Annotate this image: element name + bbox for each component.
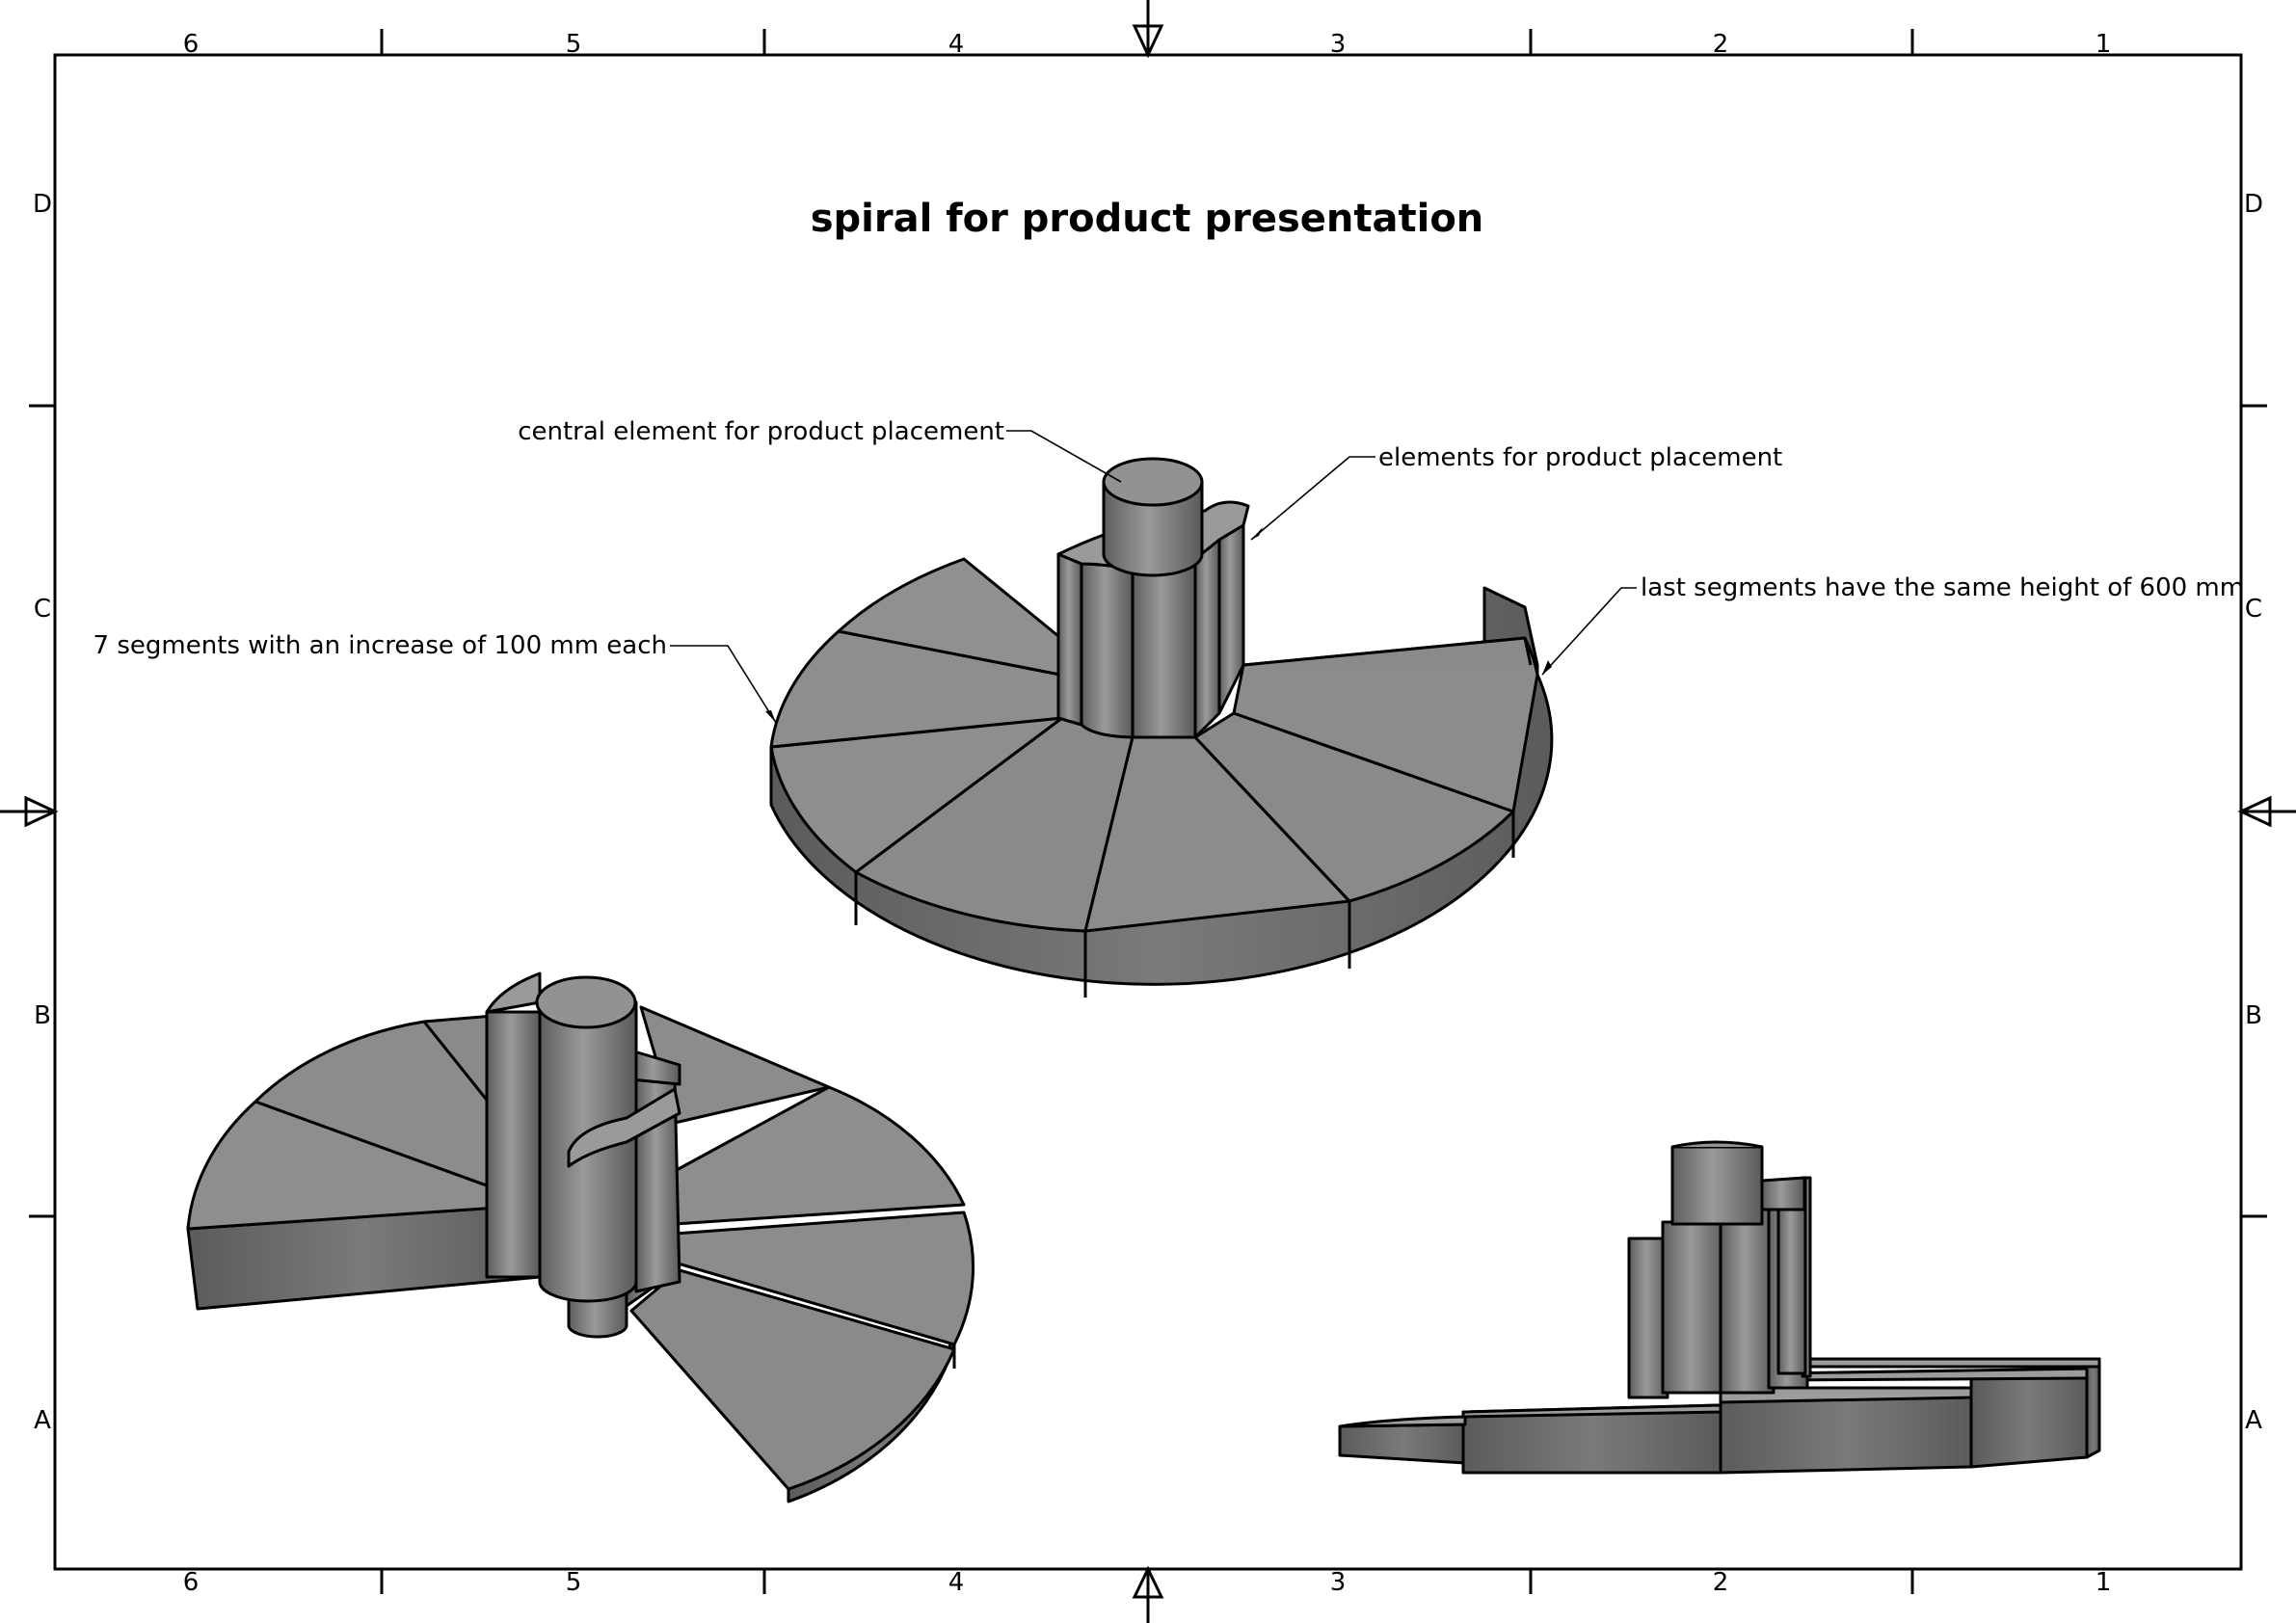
col-label: 6 xyxy=(183,1568,200,1597)
column-cap-step xyxy=(485,971,542,1014)
row-label: D xyxy=(2244,190,2263,219)
row-label: C xyxy=(2245,595,2262,624)
row-label: A xyxy=(2245,1406,2262,1435)
base-slab-top xyxy=(1338,1415,1467,1428)
row-label: B xyxy=(2245,1001,2262,1030)
left-product-columns xyxy=(485,971,681,1339)
left-segment-top-5 xyxy=(673,1085,966,1226)
segment-top-2 xyxy=(854,716,1135,933)
row-label: B xyxy=(34,1001,51,1030)
col-label: 2 xyxy=(1713,30,1729,59)
col-label: 5 xyxy=(566,1568,582,1597)
col-label: 4 xyxy=(948,30,965,59)
segment-top-7 xyxy=(837,557,1062,677)
col-label: 1 xyxy=(2096,30,2112,59)
column-labels-bottom: 6 5 4 3 2 1 xyxy=(183,1568,2112,1597)
main-spiral-view xyxy=(769,457,1554,998)
left-segment-top-6 xyxy=(673,1211,975,1346)
side-seams xyxy=(854,812,1515,998)
frame-ticks-left xyxy=(29,404,55,1218)
base-slab xyxy=(1338,1423,1467,1465)
column-element xyxy=(1131,554,1197,739)
base-slab xyxy=(2085,1357,2101,1459)
row-label: C xyxy=(34,595,51,624)
col-label: 5 xyxy=(566,30,582,59)
leader-arrowhead xyxy=(1542,660,1552,675)
col-label: 3 xyxy=(1330,1568,1347,1597)
col-label: 2 xyxy=(1713,1568,1729,1597)
column-element xyxy=(1080,562,1135,739)
leader-central-element xyxy=(1006,430,1122,483)
annotation-elements: elements for product placement xyxy=(1378,443,1782,472)
column-element xyxy=(1627,1237,1669,1399)
central-cylinder-side xyxy=(1670,1145,1764,1226)
segment-top-4 xyxy=(1193,711,1515,903)
leader-seven-segments xyxy=(670,645,777,724)
row-labels-right: D C B A xyxy=(2244,190,2263,1435)
column-element xyxy=(1056,552,1083,727)
base-slab xyxy=(1969,1371,2089,1469)
annotation-central-element: central element for product placement xyxy=(518,417,1004,446)
leader-arrowhead xyxy=(765,710,776,723)
left-segment-top-7 xyxy=(629,1268,956,1491)
row-label: A xyxy=(34,1406,51,1435)
column-element xyxy=(1193,538,1221,739)
central-cylinder-top xyxy=(1102,457,1204,507)
centering-arrow-left xyxy=(0,795,59,828)
leader-arrowhead xyxy=(1251,527,1263,540)
leader-elements xyxy=(1250,456,1375,541)
base-slab-top xyxy=(1805,1357,2101,1369)
left-central-cylinder-top xyxy=(535,975,637,1029)
column-element xyxy=(485,1010,542,1279)
row-labels-left: D C B A xyxy=(33,190,52,1435)
frame-ticks-top xyxy=(380,29,1914,55)
right-elevation-view xyxy=(1338,1140,2101,1475)
col-label: 1 xyxy=(2096,1568,2112,1597)
central-cylinder-body xyxy=(1102,480,1204,577)
col-label: 6 xyxy=(183,30,200,59)
frame-ticks-right xyxy=(2241,404,2267,1218)
centering-arrow-right xyxy=(2237,795,2296,828)
base-slab-top xyxy=(1719,1386,1973,1404)
spiral-top-faces xyxy=(769,557,1539,933)
step-element xyxy=(1760,1176,1806,1211)
row-label: D xyxy=(33,190,52,219)
annotation-seven-segments: 7 segments with an increase of 100 mm ea… xyxy=(93,631,667,660)
left-spiral-view xyxy=(186,971,975,1503)
frame-ticks-bottom xyxy=(380,1569,1914,1594)
column-element xyxy=(1719,1203,1775,1395)
left-segment-top-2 xyxy=(254,1020,542,1207)
column-cap-step xyxy=(567,1087,681,1168)
segment-top-8 xyxy=(1242,636,1533,667)
col-label: 3 xyxy=(1330,30,1347,59)
annotations: central element for product placement el… xyxy=(93,417,2244,724)
product-columns xyxy=(1056,457,1250,739)
centering-arrow-bottom xyxy=(1132,1565,1164,1623)
segment-top-1 xyxy=(769,716,1064,874)
column-labels-top: 6 5 4 3 2 1 xyxy=(183,30,2112,59)
centering-arrow-top xyxy=(1132,0,1164,59)
base-slab xyxy=(1719,1394,1973,1475)
col-label: 4 xyxy=(948,1568,965,1597)
left-segment-top-1 xyxy=(186,1100,542,1231)
base-slab-top xyxy=(1776,1367,2089,1382)
central-cylinder-cap xyxy=(1671,1140,1763,1149)
column-element xyxy=(1661,1220,1727,1395)
leader-last-segments xyxy=(1541,587,1637,676)
annotation-last-segments: last segments have the same height of 60… xyxy=(1641,573,2244,602)
base-slab-top xyxy=(1461,1403,1722,1419)
drawing-title: spiral for product presentation xyxy=(811,197,1484,241)
